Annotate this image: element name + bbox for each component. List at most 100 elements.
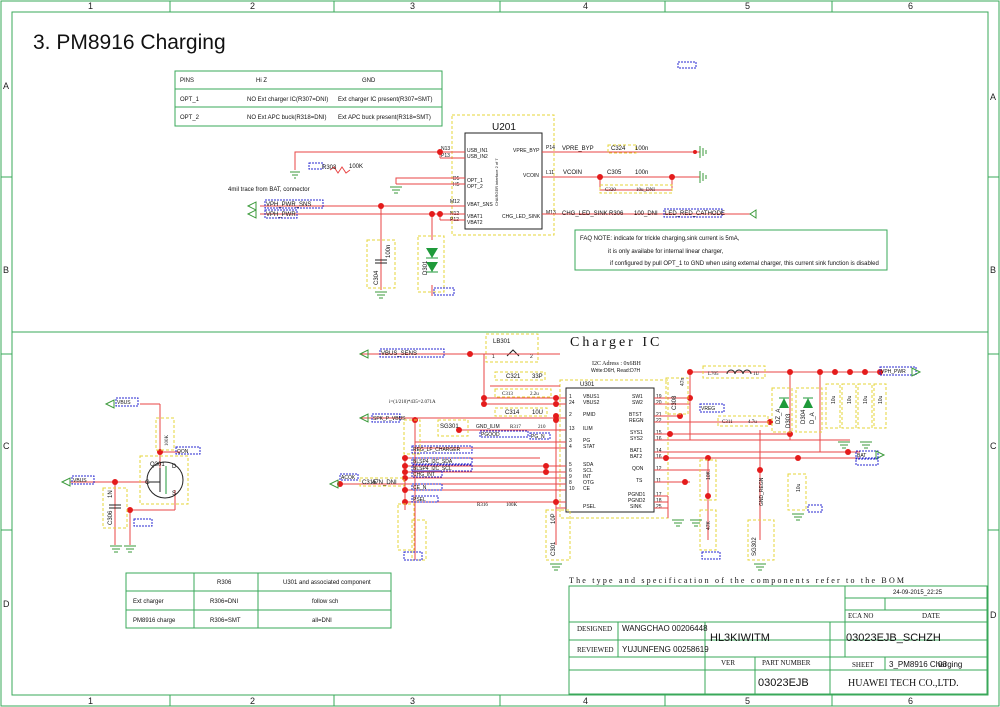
- pins-table-cell: NO Ext APC buck(R318=DNI): [247, 115, 327, 121]
- pin-name: OPT_2: [467, 184, 483, 190]
- date-value: 24-09-2015_22:25: [893, 590, 943, 596]
- col-label-2-bottom: 2: [250, 696, 255, 706]
- r306-resistor[interactable]: R306 100_DNI: [609, 211, 658, 217]
- pin-name: D: [172, 464, 177, 470]
- r317-value: 210: [538, 425, 546, 430]
- c308-capacitor[interactable]: C308 47n: [665, 377, 689, 415]
- pin-name: CE: [583, 486, 591, 492]
- sheet-number: 03: [938, 660, 947, 669]
- col-label-5-top: 5: [745, 1, 750, 11]
- net-label: VBUS: [73, 478, 87, 484]
- pin-number: 1: [492, 354, 495, 360]
- pin-name: BAT1: [630, 448, 642, 454]
- net-label: VPRE_BYP: [562, 146, 594, 152]
- d301-diode[interactable]: D301: [417, 235, 445, 293]
- pin-number: D5: [453, 176, 460, 182]
- r303-resistor[interactable]: R303 100K: [308, 162, 363, 174]
- pin-number: 16: [656, 454, 662, 460]
- d301-label: D301: [423, 260, 429, 275]
- q301-mosfet[interactable]: Q301 D G S: [139, 455, 189, 505]
- pin-number: 6: [569, 468, 572, 474]
- col-label-3-top: 3: [410, 1, 415, 11]
- l705-inductor[interactable]: L705 1U: [702, 365, 766, 379]
- pins-table-header-hiz: Hi Z: [256, 78, 267, 84]
- pin-name: BTST: [629, 412, 642, 418]
- c313-capacitor[interactable]: C313 2.2u: [494, 388, 552, 398]
- row-label-c-right: C: [990, 441, 997, 451]
- tag-box: [855, 457, 879, 466]
- c321-label: C321: [506, 374, 521, 380]
- r317-resistor[interactable]: R317 210: [510, 425, 546, 430]
- c320-capacitor[interactable]: C320 10u_DNI: [599, 184, 673, 194]
- pin-name: VCOIN: [523, 173, 539, 179]
- pin-number: 13: [569, 426, 575, 432]
- c324-capacitor[interactable]: C324 100n: [607, 144, 648, 154]
- pin-name: OPT_1: [467, 178, 483, 184]
- c315-capacitor[interactable]: C315 47N_DNI: [359, 477, 405, 487]
- pin-name: SW1: [632, 394, 643, 400]
- pin-name: PG: [583, 438, 590, 444]
- net-label: REG_LF_CHARGER: [413, 447, 461, 453]
- company-name: HUAWEI TECH CO.,LTD.: [848, 678, 959, 689]
- pin-number: M13: [546, 210, 556, 216]
- net-label: CHG_LED_SINK: [562, 211, 608, 217]
- net-label: VBUS_SENS: [381, 351, 417, 357]
- pin-name: VBUS2: [583, 400, 600, 406]
- c305-value: 100n: [635, 170, 648, 176]
- pin-name: OTG: [583, 480, 594, 486]
- c305-capacitor[interactable]: C305 100n: [607, 170, 648, 176]
- pin-number: 21: [656, 412, 662, 418]
- cap-value: 10u: [831, 395, 837, 404]
- net-label: PG_N: [531, 434, 545, 440]
- c314-capacitor[interactable]: C314 10U: [494, 407, 548, 417]
- c315-label: C315: [362, 480, 377, 486]
- pins-table-cell: NO Ext charger IC(R307=DNI): [247, 97, 328, 103]
- d303-diode[interactable]: DZ_A D303: [771, 387, 793, 433]
- gnd-symbol: [390, 186, 402, 194]
- net-vph-pwr: VPH_PWR: [246, 209, 298, 219]
- c324-value: 100n: [635, 146, 648, 152]
- pin-name: TS: [636, 478, 643, 484]
- sg301-gap[interactable]: SG301: [437, 419, 469, 437]
- date-label: DATE: [922, 612, 940, 620]
- pin-number: 16: [656, 436, 662, 442]
- gnd-symbol: [672, 519, 684, 527]
- c311-capacitor[interactable]: C311 4.7u: [717, 415, 769, 427]
- c321-capacitor[interactable]: C321 33P: [494, 371, 546, 381]
- u201-chip[interactable]: U201 N13 USB_IN1 P13 USB_IN2 D5 OPT_1 H5…: [441, 114, 556, 236]
- row-label-a-left: A: [3, 81, 9, 91]
- c301-label: C301: [551, 541, 557, 556]
- pin-number: 2: [530, 354, 533, 360]
- comp-table-header: U301 and associated component: [283, 580, 371, 586]
- cap-value: 10u: [847, 395, 853, 404]
- net-label: VPH_PWR: [266, 212, 296, 218]
- lb301-bead[interactable]: LB301 1 2: [485, 333, 539, 363]
- pin-number: P13: [441, 153, 450, 159]
- net-vph-pwr-sns: VPH_PWR_SNS: [246, 199, 324, 211]
- gnd-symbols-right: [838, 441, 872, 449]
- c306-capacitor[interactable]: C306 1N: [102, 487, 128, 529]
- pin-name: VPRE_BYP: [513, 148, 540, 154]
- c311-value: 4.7u: [748, 420, 757, 425]
- u301-ref: U301: [580, 382, 595, 388]
- r316-resistor[interactable]: R316 100K: [477, 503, 518, 508]
- net-led-red-cathode: LED_RED_CATHODE: [663, 208, 757, 219]
- gnd-symbol: [290, 171, 300, 179]
- designed-label: DESIGNED: [577, 625, 612, 633]
- pin-number: L11: [546, 170, 554, 176]
- pin-number: H5: [453, 182, 460, 188]
- d304-label: D304: [801, 409, 807, 424]
- r-gate-resistor[interactable]: 100K: [155, 417, 175, 451]
- u301-chip[interactable]: U301 VBUS1 VBUS2 PMID ILIM PG STAT SDA S…: [559, 379, 669, 519]
- c301-capacitor[interactable]: C301 10P: [545, 509, 571, 561]
- resistor-value: 47K: [706, 520, 712, 530]
- pin-name: STAT: [583, 444, 595, 450]
- resistor-value: 100K: [165, 435, 170, 447]
- c304-capacitor[interactable]: C304 100n: [366, 239, 396, 289]
- col-label-2-top: 2: [250, 1, 255, 11]
- pin-number: 3: [569, 438, 572, 444]
- sg302-gap[interactable]: SG302: [747, 519, 775, 561]
- page-title: 3. PM8916 Charging: [33, 31, 226, 54]
- pin-number: 4: [569, 444, 572, 450]
- d304-diode[interactable]: D304 D_A: [795, 387, 823, 433]
